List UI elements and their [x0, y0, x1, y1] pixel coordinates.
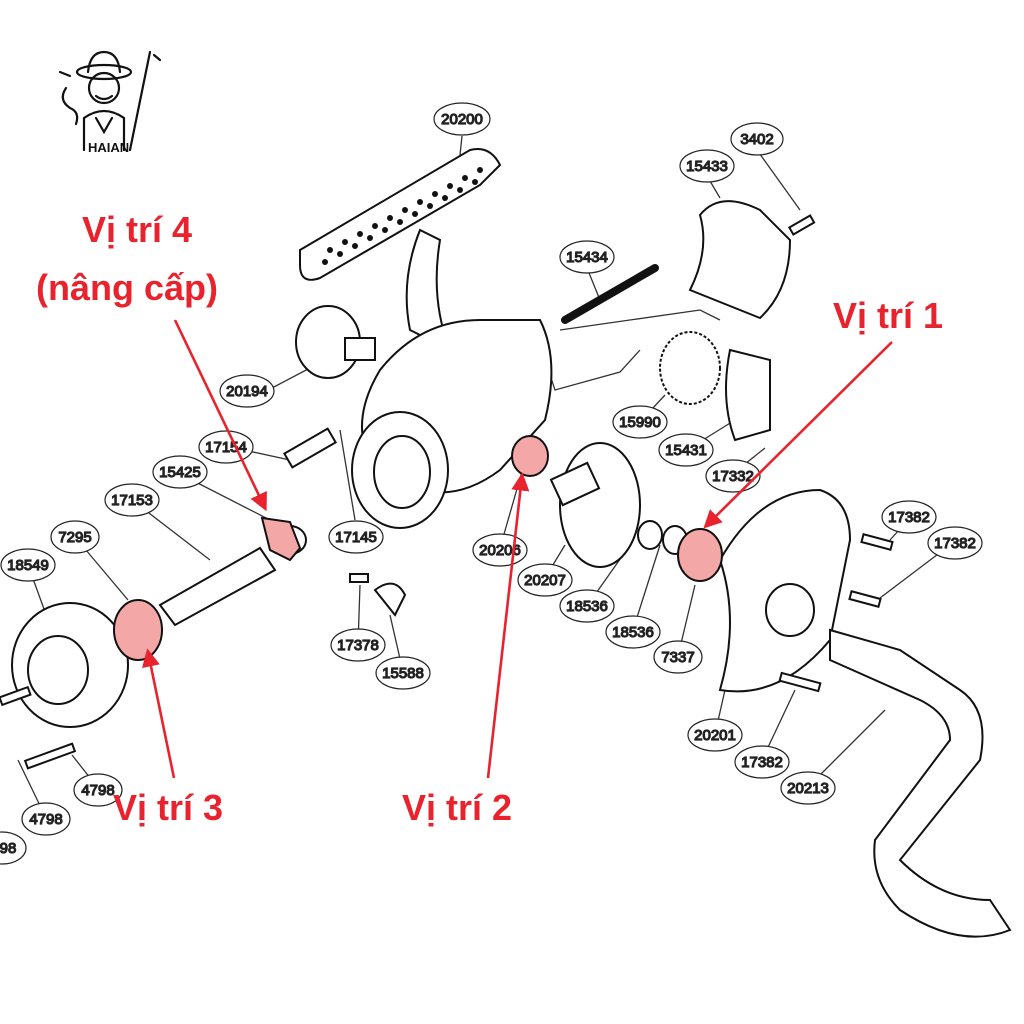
svg-text:15431: 15431 [665, 442, 707, 459]
svg-text:17382: 17382 [888, 509, 930, 526]
svg-text:7295: 7295 [58, 529, 91, 546]
label-17153: 17153 [104, 483, 160, 517]
bearing-position-3 [113, 599, 163, 661]
label-15588: 15588 [375, 656, 431, 690]
label-4798b: 4798 [21, 802, 71, 836]
part-position-4 [260, 516, 302, 562]
label-17382a: 17382 [881, 500, 937, 534]
label-15433: 15433 [679, 149, 735, 183]
svg-text:17382: 17382 [934, 535, 976, 552]
svg-text:17154: 17154 [205, 439, 247, 456]
logo-text: HAIAN [88, 140, 129, 155]
svg-text:17378: 17378 [337, 637, 379, 654]
label-17382c: 17382 [734, 745, 790, 779]
svg-text:20207: 20207 [524, 572, 566, 589]
svg-text:18536: 18536 [566, 598, 608, 615]
parts [0, 200, 1012, 938]
svg-text:17382: 17382 [741, 754, 783, 771]
svg-text:4798: 4798 [81, 782, 114, 799]
svg-text:15588: 15588 [382, 665, 424, 682]
label-15425: 15425 [152, 455, 208, 489]
svg-text:3402: 3402 [740, 131, 773, 148]
label-15434: 15434 [559, 240, 615, 274]
svg-text:20200: 20200 [441, 111, 483, 128]
arrow-position-2 [486, 472, 530, 779]
label-20194: 20194 [219, 374, 275, 408]
label-20213: 20213 [780, 771, 836, 805]
label-18549: 18549 [0, 548, 56, 582]
callout-position-4-title: Vị trí 4 [82, 209, 193, 250]
arrow-position-3 [142, 648, 176, 779]
callout-position-1: Vị trí 1 [833, 295, 944, 336]
part-number-labels: 20200 3402 15433 15434 20194 15990 15431… [0, 102, 983, 865]
label-18536b: 18536 [605, 615, 661, 649]
svg-text:20206: 20206 [479, 542, 521, 559]
reel-body [299, 148, 553, 529]
callout-position-2: Vị trí 2 [402, 787, 513, 828]
bearing-position-2 [511, 435, 549, 477]
handle-holes [322, 167, 483, 265]
svg-text:18549: 18549 [7, 557, 49, 574]
svg-text:15990: 15990 [619, 414, 661, 431]
callout-position-4-note: (nâng cấp) [36, 267, 219, 308]
svg-text:20213: 20213 [787, 780, 829, 797]
svg-text:17332: 17332 [712, 468, 754, 485]
arrow-position-1 [703, 341, 893, 529]
label-3402: 3402 [730, 122, 784, 156]
svg-text:20201: 20201 [694, 727, 736, 744]
svg-text:17153: 17153 [111, 492, 153, 509]
label-4798a: 4798 [73, 773, 123, 807]
label-17145: 17145 [328, 520, 384, 554]
bearing-position-1 [677, 528, 723, 582]
label-17382b: 17382 [927, 526, 983, 560]
svg-text:7337: 7337 [661, 649, 694, 666]
svg-text:15433: 15433 [686, 158, 728, 175]
callout-position-3: Vị trí 3 [113, 787, 224, 828]
svg-text:4798: 4798 [29, 811, 62, 828]
label-17154: 17154 [198, 430, 254, 464]
label-15431: 15431 [658, 433, 714, 467]
svg-text:15425: 15425 [159, 464, 201, 481]
svg-text:15434: 15434 [566, 249, 608, 266]
svg-text:20194: 20194 [226, 383, 268, 400]
label-4798c: 98 [0, 831, 27, 865]
svg-text:17145: 17145 [335, 529, 377, 546]
label-18536a: 18536 [559, 589, 615, 623]
label-17378: 17378 [330, 628, 386, 662]
fisherman-logo: HAIAN [58, 50, 162, 155]
label-7337: 7337 [653, 640, 703, 674]
callout-arrows [142, 319, 893, 779]
arrow-position-4 [173, 319, 267, 512]
label-20200: 20200 [433, 102, 491, 136]
label-17332: 17332 [705, 459, 761, 493]
svg-text:98: 98 [0, 840, 16, 857]
label-7295: 7295 [50, 520, 100, 554]
svg-text:18536: 18536 [612, 624, 654, 641]
label-20207: 20207 [517, 563, 573, 597]
label-15990: 15990 [612, 405, 668, 439]
label-20206: 20206 [472, 533, 528, 567]
highlighted-bearings [113, 435, 723, 661]
label-20201: 20201 [687, 718, 743, 752]
